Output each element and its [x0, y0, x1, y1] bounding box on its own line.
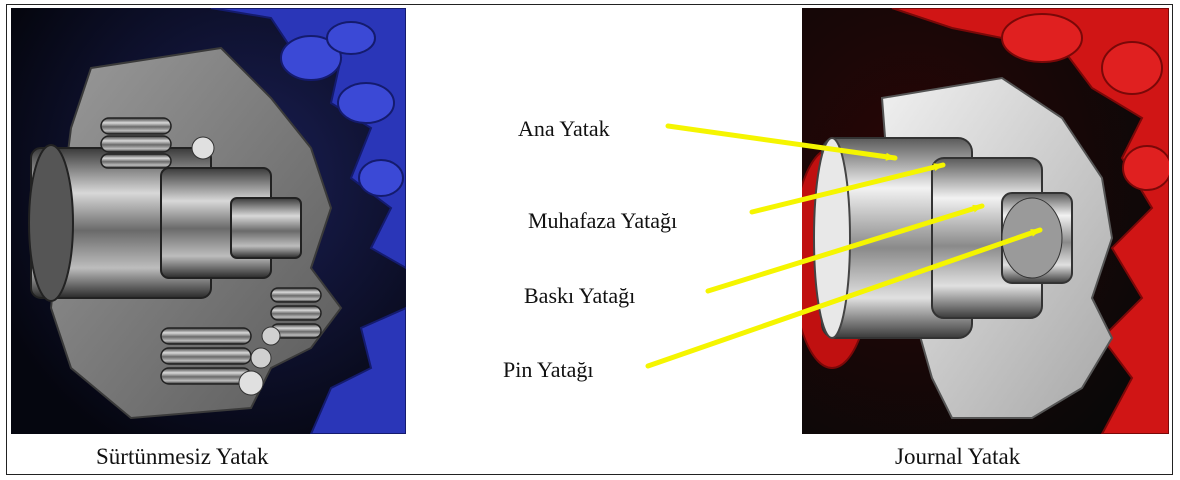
journal-bearing-illustration	[802, 8, 1169, 434]
right-caption: Journal Yatak	[895, 444, 1020, 470]
callout-pin-yatagi: Pin Yatağı	[503, 357, 593, 383]
left-caption: Sürtünmesiz Yatak	[96, 444, 269, 470]
callout-ana-yatak: Ana Yatak	[518, 116, 610, 142]
right-bearing-image	[802, 8, 1169, 434]
rolling-bearing-illustration	[11, 8, 406, 434]
callout-baski-yatagi: Baskı Yatağı	[524, 283, 635, 309]
callout-muhafaza-yatagi: Muhafaza Yatağı	[528, 208, 677, 234]
left-bearing-image	[11, 8, 406, 434]
